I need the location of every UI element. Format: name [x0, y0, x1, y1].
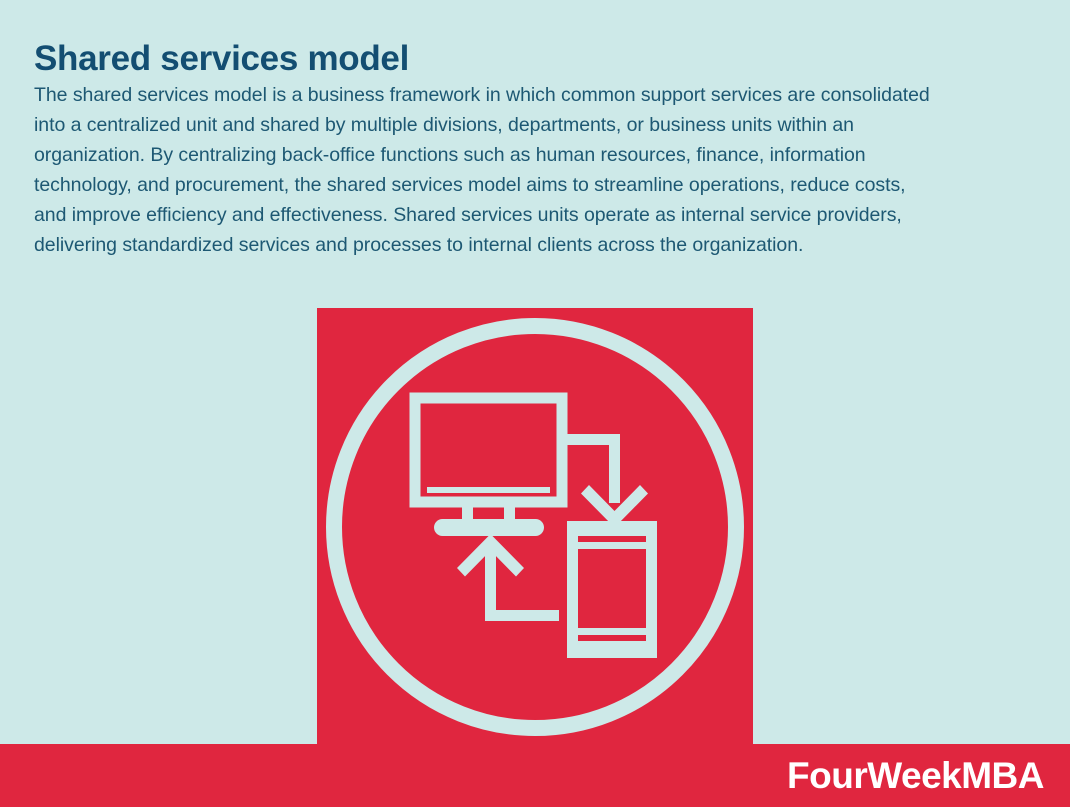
shared-services-illustration [317, 308, 753, 745]
circle-outline-icon [326, 318, 744, 736]
monitor-base-icon [434, 519, 544, 536]
arrow-up-head-icon [457, 534, 524, 577]
smartphone-home-bar-icon [578, 635, 646, 641]
page-title: Shared services model [34, 39, 410, 79]
article-body-text: The shared services model is a business … [34, 83, 930, 256]
brand-logo-text: FourWeekMBA [787, 754, 1044, 796]
shared-services-icon [326, 318, 744, 736]
monitor-chin-line-icon [427, 487, 550, 493]
smartphone-speaker-icon [578, 536, 646, 542]
smartphone-screen-icon [578, 549, 646, 628]
arrow-down-head-icon [581, 485, 648, 528]
footer-bar: FourWeekMBA [0, 744, 1070, 807]
arrow-down-icon [565, 434, 620, 503]
monitor-frame-icon [409, 392, 568, 508]
